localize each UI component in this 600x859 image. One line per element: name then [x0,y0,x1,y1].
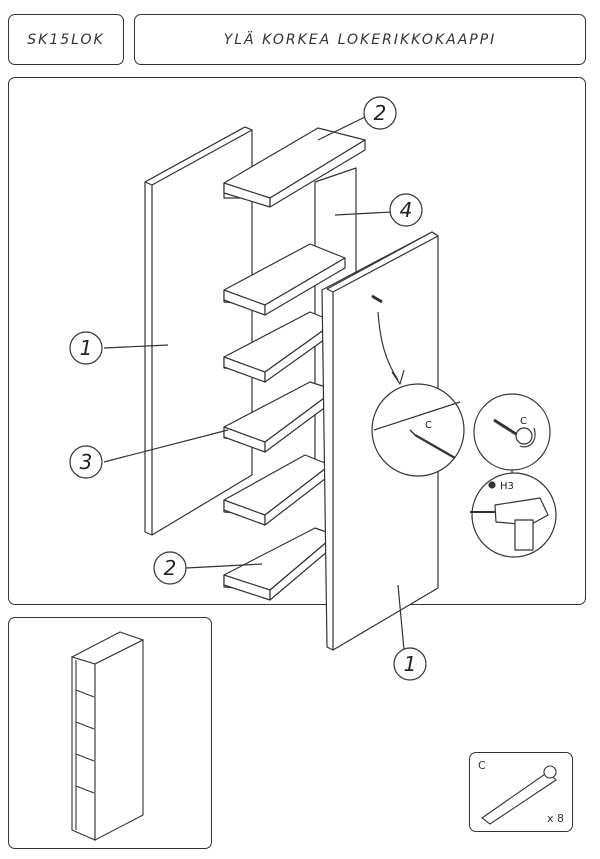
callout-side-right: 1 [404,652,417,676]
hardware-panel: C x 8 [469,752,573,832]
detail-zoom-circle [371,383,465,477]
callout-back-panel: 4 [400,198,413,222]
callout-shelf-middle: 3 [80,450,93,474]
shelf-2 [223,243,346,316]
callout-side-left: 1 [80,336,93,360]
shelf-5 [223,454,331,526]
shelf-4 [223,381,336,453]
callout-shelf-top: 2 [374,101,387,125]
callout-shelf-bottom: 2 [164,556,177,580]
model-code-box: SK15LOK [8,14,124,65]
tool-bit-label: H3 [500,481,514,492]
assembled-view-panel [8,617,212,849]
shelf-3 [223,311,336,383]
shelf-bottom [223,527,336,601]
shelf-top [223,127,366,208]
product-title: YLÄ KORKEA LOKERIKKOKAAPPI [223,31,497,48]
model-code: SK15LOK [27,31,105,48]
title-box: YLÄ KORKEA LOKERIKKOKAAPPI [134,14,586,65]
hardware-quantity: x 8 [546,812,564,825]
hardware-screw-icon [481,765,557,825]
zoom-fastener-label: C [425,420,432,431]
hardware-code: C [478,759,486,772]
assembled-cabinet-thumbnail [70,631,145,841]
cam-fastener-label: C [520,416,527,427]
